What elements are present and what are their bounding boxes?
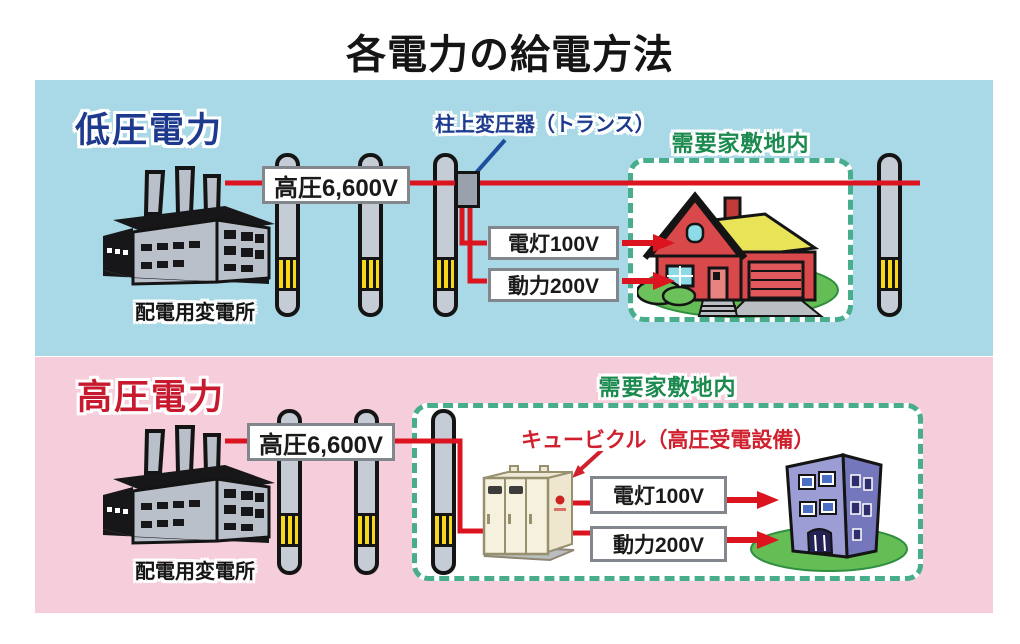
high-voltage-panel: 高圧電力 配電用変電所 需要家敷地内 [35,357,993,613]
utility-pole-icon [877,153,902,317]
arrow-icon [757,491,779,509]
high-substation-label: 配電用変電所 [135,561,255,583]
low-motive-voltage-box: 動力200V [488,268,619,302]
high-lighting-voltage-box: 電灯100V [590,476,727,514]
low-line-voltage-box: 高圧6,600V [262,166,410,204]
high-voltage-heading: 高圧電力 [77,378,226,417]
power-line [459,204,487,246]
cubicle-icon [482,465,575,562]
house-icon [637,191,839,318]
low-voltage-panel: 低圧電力 配電用変電所 需要家敷地内 [35,80,993,356]
cubicle-pointer-arrow [572,465,585,478]
transformer-pointer-dot [462,176,474,188]
utility-pole-icon [433,153,458,317]
low-premises-box [628,158,853,322]
pole-transformer-icon [455,171,480,208]
low-substation-label: 配電用変電所 [135,302,255,324]
pole-band [281,513,298,547]
high-premises-label: 需要家敷地内 [598,375,737,400]
low-voltage-heading: 低圧電力 [75,111,224,150]
pole-band [279,257,296,291]
pole-band [362,257,379,291]
arrow-icon [653,272,675,290]
pole-band [435,513,452,547]
arrow-icon [757,531,779,549]
arrow-icon [653,234,675,252]
office-building-icon [750,453,908,572]
utility-pole-icon [431,409,456,575]
low-lighting-voltage-box: 電灯100V [488,226,619,260]
low-premises-label: 需要家敷地内 [671,131,810,156]
high-line-voltage-box: 高圧6,600V [247,423,395,461]
transformer-pointer-line [466,138,507,184]
pole-band [437,257,454,291]
pole-band [358,513,375,547]
power-line [467,204,487,284]
cubicle-label: キュービクル（高圧受電設備） [521,429,815,452]
transformer-label: 柱上変圧器（トランス） [435,114,655,136]
page-title: 各電力の給電方法 [346,33,674,77]
high-motive-voltage-box: 動力200V [590,526,727,562]
pole-band [881,257,898,291]
